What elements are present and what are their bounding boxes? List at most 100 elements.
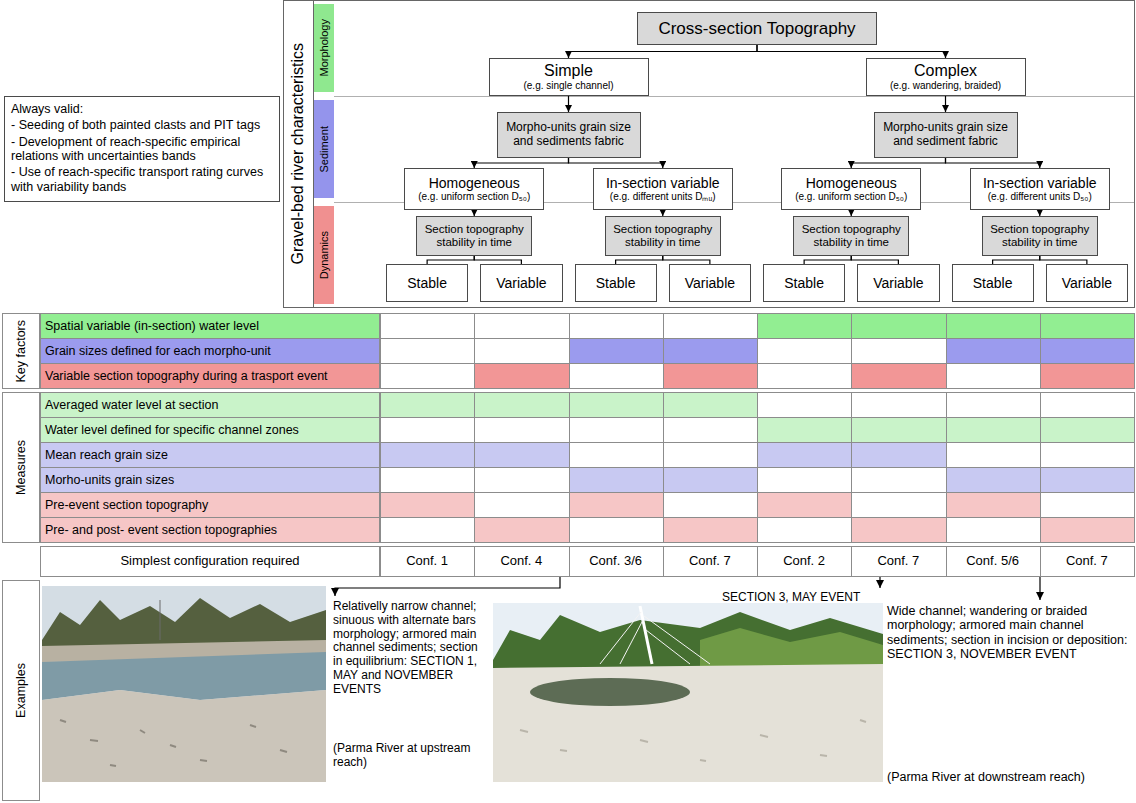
table-cell [663, 417, 758, 443]
example-caption: (Parma River at downstream reach) [887, 770, 1133, 784]
node-subtitle: - Use of reach-specific transport rating… [11, 165, 273, 194]
band-label: Dynamics [314, 206, 334, 304]
connector [616, 256, 663, 264]
node-title: Simple [544, 62, 593, 80]
table-cell [474, 517, 569, 543]
table-cell [1040, 392, 1135, 418]
row-header-box: Simplest configuration required [40, 546, 380, 577]
sediment-box: In-section variable(e.g. different units… [970, 168, 1110, 210]
dynamics-box: Variable [669, 264, 751, 302]
dynamics-box: Stable [575, 264, 657, 302]
dynamics-box: Variable [1046, 264, 1128, 302]
example-note: Relativelly narrow channel; sinuous with… [333, 600, 489, 697]
photo-upstream [42, 586, 326, 782]
side-column-frame [284, 1, 314, 308]
connector [1040, 256, 1087, 264]
node-subtitle: (e.g. different units Dₘᵤ) [610, 191, 716, 203]
table-cell [569, 338, 664, 364]
table-cell [663, 442, 758, 468]
example-caption-box: (Parma River at upstream reach) [333, 742, 489, 770]
connector [851, 256, 898, 264]
table-cell [569, 517, 664, 543]
node-title: Homogeneous [806, 175, 897, 191]
table-cell [851, 467, 946, 493]
connector [993, 256, 1040, 264]
section-header-box: Key factors [2, 313, 40, 389]
table-cell [569, 363, 664, 389]
table-cell [569, 313, 664, 339]
table-cell [946, 313, 1041, 339]
row-header-box: Pre-event section topography [40, 492, 380, 518]
table-cell [757, 492, 852, 518]
criterion-box: Section topography stability in time [416, 216, 532, 256]
row-header: Morho-units grain sizes [45, 473, 174, 487]
connector [427, 256, 474, 264]
example-note-box: Relativelly narrow channel; sinuous with… [333, 600, 489, 697]
section-header: Measures [14, 440, 28, 495]
table-cell-text: Conf. 5/6 [966, 554, 1019, 569]
dynamics-box: Variable [480, 264, 562, 302]
table-cell [946, 517, 1041, 543]
node-subtitle: - Seeding of both painted clasts and PIT… [11, 118, 273, 132]
table-cell-text: Conf. 1 [406, 554, 448, 569]
connector [569, 45, 758, 58]
table-cell [380, 417, 475, 443]
node-title: Stable [973, 275, 1013, 291]
table-cell-text-box: Conf. 4 [474, 546, 568, 577]
example-note-box: Wide channel; wandering or braided morph… [887, 604, 1133, 662]
photo-downstream [493, 603, 883, 782]
row-header-box: Morho-units grain sizes [40, 467, 380, 493]
node-title: Morphology [318, 19, 331, 76]
table-cell [757, 517, 852, 543]
table-cell [663, 338, 758, 364]
connector [851, 158, 945, 168]
morphology-box: Complex(e.g. wandering, braided) [866, 58, 1026, 96]
connector [568, 96, 569, 112]
row-header-box: Averaged water level at section [40, 392, 380, 418]
table-cell-text: Conf. 4 [500, 554, 542, 569]
table-cell [946, 417, 1041, 443]
connector [569, 158, 663, 168]
table-cell [663, 517, 758, 543]
table-cell [1040, 467, 1135, 493]
table-cell [380, 442, 475, 468]
connector [474, 158, 568, 168]
dynamics-box: Stable [763, 264, 845, 302]
table-cell [474, 467, 569, 493]
sediment-box: Homogeneous(e.g. uniform section D₅₀) [781, 168, 921, 210]
table-cell [851, 442, 946, 468]
table-cell [946, 392, 1041, 418]
morphology-box: Simple(e.g. single channel) [489, 58, 649, 96]
node-subtitle: (e.g. wandering, braided) [890, 80, 1001, 92]
table-cell [663, 492, 758, 518]
table-cell [380, 492, 475, 518]
row-header-box: Water level defined for specific channel… [40, 417, 380, 443]
node-subtitle: (e.g. different units D₅₀) [988, 191, 1092, 203]
table-cell [380, 517, 475, 543]
table-cell [757, 467, 852, 493]
table-cell [569, 442, 664, 468]
side-title: Gravel-bed river characteristics [289, 43, 307, 264]
node-title: Dynamics [318, 231, 331, 279]
table-cell-text-box: Conf. 3/6 [569, 546, 663, 577]
example-note-box: SECTION 3, MAY EVENT [722, 591, 890, 605]
connector [945, 96, 946, 112]
row-header-box: Pre- and post- event section topographie… [40, 517, 380, 543]
table-cell [1040, 517, 1135, 543]
criterion-box: Section topography stability in time [982, 216, 1098, 256]
row-header-box: Mean reach grain size [40, 442, 380, 468]
table-cell [663, 467, 758, 493]
row-header: Grain sizes defined for each morpho-unit [45, 344, 271, 358]
table-cell [663, 363, 758, 389]
table-cell [1040, 363, 1135, 389]
node-title: Stable [596, 275, 636, 291]
dynamics-box: Stable [386, 264, 468, 302]
node-title: Section topography stability in time [798, 223, 904, 249]
table-cell [757, 338, 852, 364]
table-cell [380, 338, 475, 364]
table-cell [851, 338, 946, 364]
node-title: Complex [914, 62, 977, 80]
row-header: Spatial variable (in-section) water leve… [45, 319, 259, 333]
root-box: Cross-section Topography [637, 12, 877, 45]
table-cell [1040, 313, 1135, 339]
